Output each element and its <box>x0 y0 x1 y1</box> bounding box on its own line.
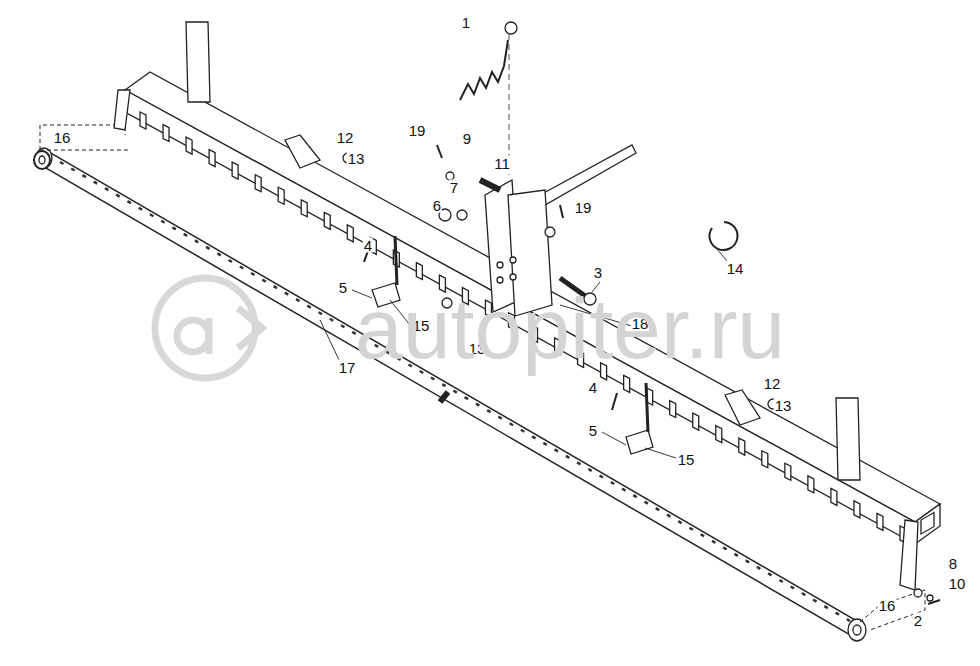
roller <box>36 148 866 641</box>
tooth <box>186 137 192 154</box>
callout-number: 5 <box>588 423 598 438</box>
watermark-logo <box>155 278 262 378</box>
small-parts <box>343 145 940 604</box>
watermark: autopiter.ru <box>355 285 785 371</box>
beam-teeth <box>140 112 906 543</box>
callout-number: 14 <box>726 261 745 276</box>
tooth <box>140 112 146 129</box>
callout-number: 12 <box>336 130 355 145</box>
callout-number: 16 <box>53 130 72 145</box>
tooth <box>808 476 814 493</box>
callout-number: 1 <box>461 15 471 30</box>
tooth <box>163 125 169 142</box>
bearing <box>34 151 50 169</box>
tooth <box>670 401 676 418</box>
tooth <box>624 375 630 392</box>
tooth <box>762 451 768 468</box>
guide-box <box>40 125 925 630</box>
callout-number: 8 <box>948 556 958 571</box>
tooth <box>739 438 745 455</box>
tooth <box>278 187 284 204</box>
callout-number: 4 <box>363 238 373 253</box>
tooth <box>877 513 883 530</box>
callout-number: 7 <box>449 180 459 195</box>
tooth <box>209 150 215 167</box>
callout-number: 2 <box>913 613 923 628</box>
spring <box>460 22 517 175</box>
tooth <box>785 463 791 480</box>
callout-number: 17 <box>338 360 357 375</box>
tooth <box>232 162 238 179</box>
tooth <box>255 175 261 192</box>
callout-number: 4 <box>588 380 598 395</box>
tooth <box>693 413 699 430</box>
callout-number: 6 <box>432 198 442 213</box>
callout-number: 11 <box>493 156 511 171</box>
tooth <box>716 426 722 443</box>
callout-number: 13 <box>347 151 366 166</box>
callout-number: 12 <box>763 376 782 391</box>
tooth <box>324 212 330 229</box>
tooth <box>347 225 353 242</box>
callout-number: 5 <box>338 280 348 295</box>
bracket <box>114 22 918 590</box>
tooth <box>831 488 837 505</box>
tooth <box>416 263 422 280</box>
callout-number: 19 <box>408 123 427 138</box>
callout-number: 16 <box>878 598 897 613</box>
tooth <box>301 200 307 217</box>
callout-number: 10 <box>948 576 967 591</box>
circlip <box>709 222 737 250</box>
callout-number: 15 <box>677 452 696 467</box>
tooth <box>854 501 860 518</box>
frame-beam <box>125 72 940 544</box>
callout-number: 19 <box>574 200 593 215</box>
callout-number: 3 <box>593 265 603 280</box>
callout-number: 9 <box>462 131 472 146</box>
callout-number: 13 <box>774 398 793 413</box>
